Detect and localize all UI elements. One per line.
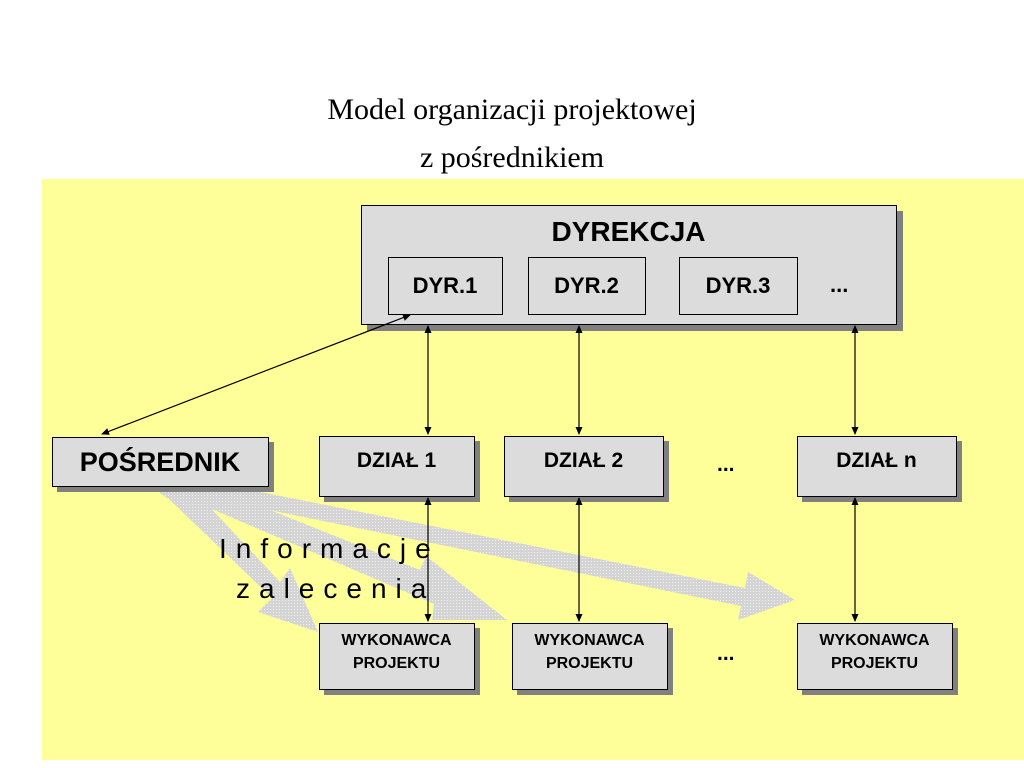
director-label-3: DYR.3 (705, 273, 771, 298)
contractor-box-n: WYKONAWCA PROJEKTU (797, 623, 953, 690)
department-label-n: DZIAŁ n (836, 449, 917, 472)
director-label-2: DYR.2 (554, 273, 619, 298)
contractor-box-1: WYKONAWCA PROJEKTU (319, 623, 475, 690)
department-more: ... (717, 453, 735, 476)
director-box-2: DYR.2 (528, 257, 646, 315)
connector-dyr1-intermediary (101, 314, 411, 435)
director-more: ... (830, 272, 849, 297)
contractor-label-n-line-2: PROJEKTU (830, 655, 919, 672)
contractor-label-2-line-1: WYKONAWCA (534, 632, 645, 649)
director-box-3: DYR.3 (679, 257, 798, 315)
directorate-label: DYREKCJA (551, 216, 706, 247)
flow-label-recommendations: zalecenia (236, 573, 436, 604)
intermediary-box: POŚREDNIK (52, 437, 269, 487)
flow-label-information: Informacje (219, 533, 440, 564)
intermediary-label: POŚREDNIK (79, 447, 241, 477)
contractor-label-1-line-1: WYKONAWCA (341, 632, 452, 649)
contractor-label-1-line-2: PROJEKTU (352, 655, 441, 672)
contractor-label-2-line-2: PROJEKTU (545, 655, 634, 672)
director-label-1: DYR.1 (412, 273, 478, 298)
director-box-1: DYR.1 (388, 257, 503, 315)
contractor-label-n-line-1: WYKONAWCA (819, 632, 930, 649)
contractor-more: ... (717, 642, 735, 665)
department-box-n: DZIAŁ n (797, 436, 957, 497)
info-arrow-to-contractor-1 (150, 486, 318, 632)
department-box-1: DZIAŁ 1 (319, 436, 475, 497)
diagram-title-line-2: z pośrednikiem (419, 141, 605, 174)
diagram-title-line-1: Model organizacji projektowej (327, 93, 697, 126)
department-box-2: DZIAŁ 2 (504, 436, 664, 497)
department-label-1: DZIAŁ 1 (356, 449, 437, 472)
contractor-box-2: WYKONAWCA PROJEKTU (512, 623, 668, 690)
department-label-2: DZIAŁ 2 (543, 449, 624, 472)
info-arrow-to-contractor-2 (160, 486, 507, 620)
info-arrow-to-contractor-n (170, 486, 795, 620)
